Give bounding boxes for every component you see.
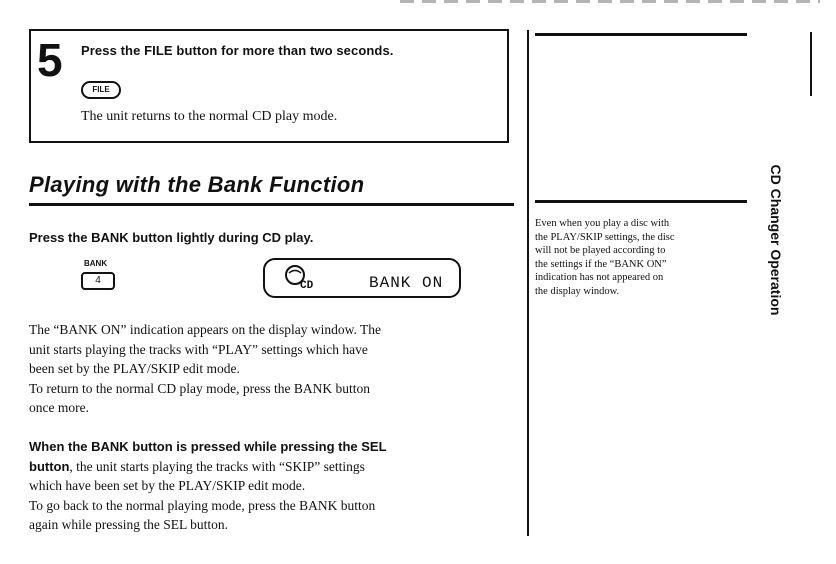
section-subhead: Press the BANK button lightly during CD … xyxy=(29,230,314,245)
step-box: 5 Press the FILE button for more than tw… xyxy=(29,29,509,143)
paragraph-line: When the BANK button is pressed while pr… xyxy=(29,437,509,457)
section-title: Playing with the Bank Function xyxy=(29,172,365,197)
disc-icon xyxy=(285,265,305,285)
note-line: the PLAY/SKIP settings, the disc xyxy=(535,231,675,243)
paragraph-line: To return to the normal CD play mode, pr… xyxy=(29,380,371,396)
note-line: the settings if the “BANK ON” xyxy=(535,258,667,270)
file-key-icon: FILE xyxy=(81,81,121,99)
note-rule-bottom xyxy=(535,200,747,203)
bold-lead: button xyxy=(29,458,70,474)
paragraph-text: , the unit starts playing the tracks wit… xyxy=(69,458,365,474)
paragraph-bank-on: The “BANK ON” indication appears on the … xyxy=(29,320,509,418)
display-cd-label: CD xyxy=(300,280,314,292)
note-line: will not be played according to xyxy=(535,245,666,256)
step-result: The unit returns to the normal CD play m… xyxy=(81,109,338,124)
bank-key-icon: 4 xyxy=(81,272,115,290)
paragraph-line: To go back to the normal playing mode, p… xyxy=(29,497,376,513)
column-divider xyxy=(527,30,529,536)
step-number: 5 xyxy=(37,34,63,86)
paragraph-line: once more. xyxy=(29,400,89,415)
note-line: Even when you play a disc with xyxy=(535,218,670,229)
note-line: the display window. xyxy=(535,285,620,297)
note-line: indication has not appeared on xyxy=(535,272,664,283)
display-window xyxy=(263,258,461,298)
paragraph-line: unit starts playing the tracks with “PLA… xyxy=(29,341,368,357)
paragraph-line: The “BANK ON” indication appears on the … xyxy=(29,322,382,337)
paragraph-line: again while pressing the SEL button. xyxy=(29,517,228,532)
note-rule-top xyxy=(535,33,747,36)
paragraph-line: been set by the PLAY/SKIP edit mode. xyxy=(29,361,240,376)
paragraph-line: which have been set by the PLAY/SKIP edi… xyxy=(29,478,306,493)
bank-key-caption: BANK xyxy=(84,259,108,268)
display-text: BANK ON xyxy=(369,274,444,292)
step-instruction: Press the FILE button for more than two … xyxy=(81,43,394,58)
bold-lead: When the BANK button is pressed while pr… xyxy=(29,439,387,454)
header-scrap xyxy=(400,0,820,3)
paragraph-sel: When the BANK button is pressed while pr… xyxy=(29,437,509,535)
side-rule xyxy=(810,32,812,96)
section-rule xyxy=(29,203,514,206)
side-tab-label: CD Changer Operation xyxy=(768,164,784,316)
paragraph-line: button, the unit starts playing the trac… xyxy=(29,457,509,477)
side-note: Even when you play a disc with the PLAY/… xyxy=(535,217,750,298)
